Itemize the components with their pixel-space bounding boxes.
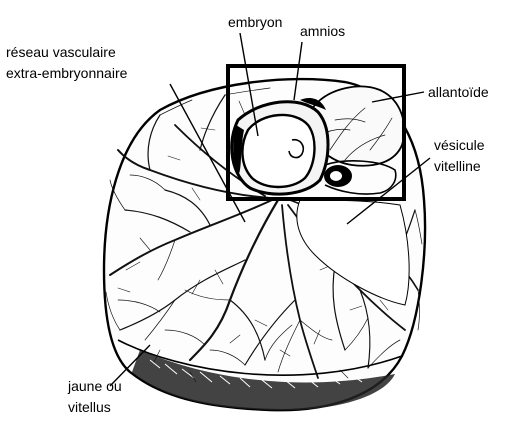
label-amnios: amnios [300,23,345,39]
label-reseau-line2: extra-embryonnaire [6,65,128,81]
label-jaune-line2: vitellus [68,399,111,415]
label-vesicule-line2: vitelline [434,158,481,174]
label-embryon: embryon [228,14,282,30]
label-vesicule-line1: vésicule [434,137,485,153]
yolk-stalk-highlight [330,171,342,181]
label-allantoide: allantoïde [428,84,489,100]
label-reseau-line1: réseau vasculaire [6,44,116,60]
label-jaune-line1: jaune ou [67,378,122,394]
